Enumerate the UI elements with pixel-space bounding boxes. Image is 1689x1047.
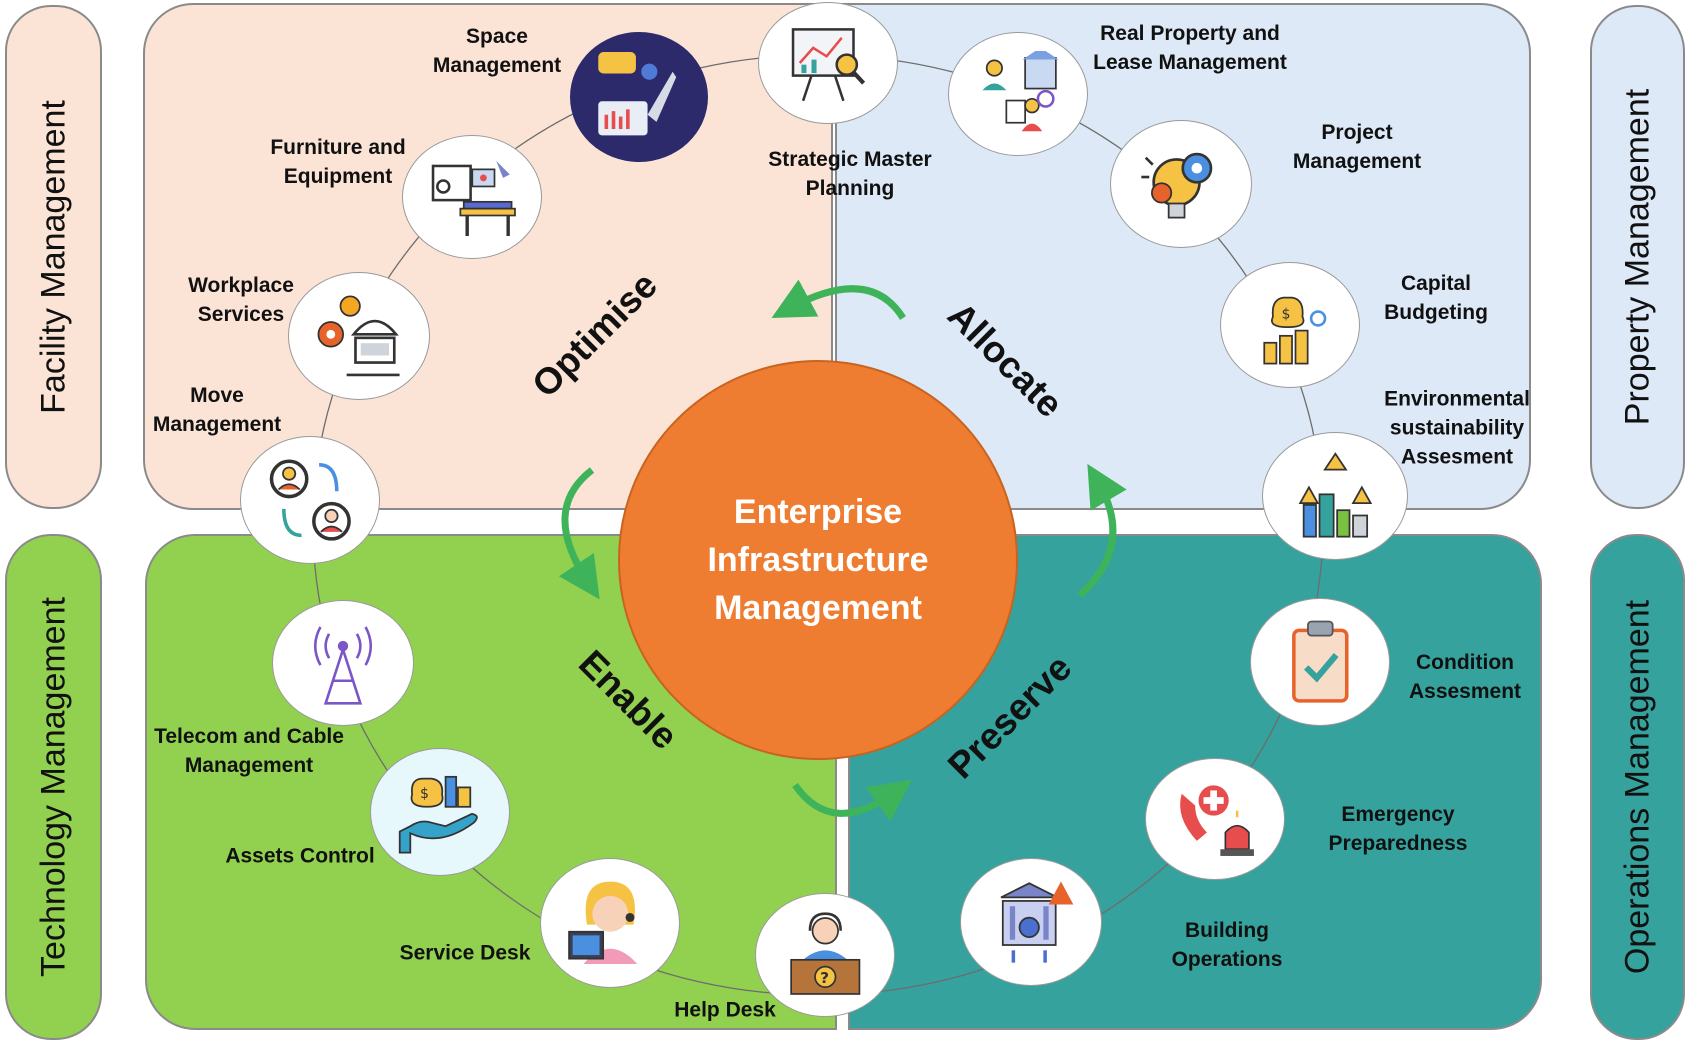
workplace-services-node bbox=[288, 272, 430, 400]
antenna-tower-icon bbox=[313, 625, 373, 705]
arrow-preserve-to-allocate bbox=[1077, 463, 1127, 598]
help-desk-agent-icon: ? bbox=[789, 912, 860, 996]
service-desk-label: Service Desk bbox=[399, 941, 531, 965]
move-management-label: Move Management bbox=[152, 384, 282, 436]
building-operations-label: Building Operations bbox=[1171, 919, 1283, 971]
workplace-gear-icon bbox=[317, 295, 400, 377]
space-management-label: Space Management bbox=[432, 25, 562, 77]
lightbulb-gear-icon bbox=[1141, 152, 1213, 219]
building-warning-icon bbox=[1000, 881, 1074, 963]
project-management-node bbox=[1110, 120, 1252, 248]
capital-budgeting-node: $ bbox=[1220, 262, 1360, 388]
furniture-equipment-label: Furniture and Equipment bbox=[270, 136, 406, 188]
telecom-label: Telecom and Cable Management bbox=[154, 725, 344, 777]
strategic-planning-label: Strategic Master Planning bbox=[768, 148, 932, 200]
property-lease-icon bbox=[982, 51, 1059, 132]
workplace-services-label: Workplace Services bbox=[188, 274, 294, 326]
space-management-node bbox=[570, 32, 708, 162]
help-desk-label: Help Desk bbox=[674, 998, 776, 1022]
presentation-chart-icon bbox=[791, 28, 865, 102]
real-property-label: Real Property and Lease Management bbox=[1093, 22, 1287, 74]
facility-management-panel: Facility Management bbox=[5, 5, 102, 509]
emergency-preparedness-label: Emergency Preparedness bbox=[1328, 803, 1468, 855]
arrow-allocate-to-optimise bbox=[771, 279, 906, 320]
furniture-equipment-node bbox=[402, 135, 542, 259]
move-management-node bbox=[240, 436, 380, 564]
arrow-enable-to-preserve bbox=[792, 779, 912, 822]
operations-management-panel: Operations Management bbox=[1590, 534, 1685, 1040]
project-management-label: Project Management bbox=[1292, 121, 1422, 173]
recycle-city-icon bbox=[1298, 452, 1372, 538]
money-bag-chart-icon: $ bbox=[1263, 296, 1327, 365]
svg-text:?: ? bbox=[820, 969, 829, 987]
user-exchange-icon bbox=[269, 459, 351, 541]
condition-assessment-node bbox=[1250, 598, 1390, 726]
strategic-planning-node bbox=[758, 2, 898, 124]
environmental-node bbox=[1262, 432, 1408, 560]
center-circle: Enterprise Infrastructure Management bbox=[618, 360, 1018, 760]
hand-money-city-icon: $ bbox=[398, 775, 478, 854]
help-desk-node: ? bbox=[755, 893, 895, 1017]
service-desk-node bbox=[540, 858, 680, 988]
svg-text:$: $ bbox=[420, 786, 429, 802]
emergency-alarm-icon bbox=[1179, 785, 1254, 856]
svg-text:$: $ bbox=[1281, 306, 1290, 322]
property-management-panel: Property Management bbox=[1590, 5, 1685, 509]
furniture-equipment-icon bbox=[431, 161, 516, 237]
technology-management-panel: Technology Management bbox=[5, 534, 102, 1040]
center-title: Enterprise Infrastructure Management bbox=[707, 493, 929, 627]
emergency-preparedness-node bbox=[1145, 758, 1285, 880]
arrow-optimise-to-enable bbox=[558, 467, 600, 600]
telecom-node bbox=[272, 600, 414, 726]
environmental-label: Environmental sustainability Assesment bbox=[1384, 387, 1530, 469]
assets-control-node: $ bbox=[370, 748, 510, 876]
support-agent-icon bbox=[567, 881, 637, 965]
rocket-icon bbox=[598, 52, 677, 136]
building-operations-node bbox=[960, 858, 1102, 986]
assets-control-label: Assets Control bbox=[225, 844, 375, 868]
capital-budgeting-label: Capital Budgeting bbox=[1384, 272, 1488, 324]
clipboard-check-icon bbox=[1291, 620, 1349, 703]
real-property-node bbox=[948, 32, 1088, 156]
condition-assessment-label: Condition Assesment bbox=[1408, 651, 1522, 703]
